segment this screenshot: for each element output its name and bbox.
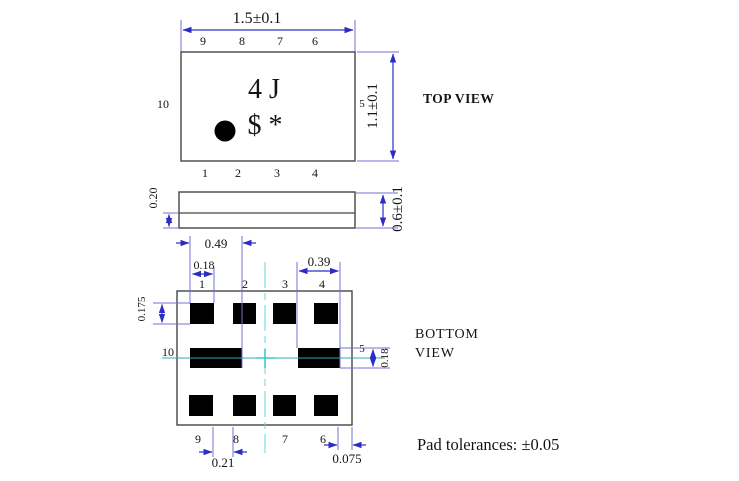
bottom-view-pins-bottom: 9 8 7 6 xyxy=(195,432,326,446)
side-view-standoff-dimension: 0.20 xyxy=(146,188,179,229)
bv-pin-label-5: 5 xyxy=(359,343,365,355)
dim-018-right-text: 0.18 xyxy=(379,348,391,368)
pad-8 xyxy=(233,395,256,416)
top-view-outline xyxy=(180,51,356,162)
pin-label-2: 2 xyxy=(235,166,241,180)
dim-pad-width: 0.18 xyxy=(192,258,215,303)
pad-2 xyxy=(233,303,256,324)
bv-pin-label-3: 3 xyxy=(282,277,288,291)
pin-label-1: 1 xyxy=(202,166,208,180)
pad-9 xyxy=(189,395,213,416)
top-view-title: TOP VIEW xyxy=(423,91,494,106)
side-view: 0.20 0.6±0.1 xyxy=(146,186,406,232)
pin-label-5: 5 xyxy=(359,98,365,110)
dim-pad5-width: 0.39 xyxy=(296,254,341,368)
top-view-height-dimension: 1.1±0.1 xyxy=(357,51,399,162)
pin1-dot-marker xyxy=(214,120,236,142)
pad-3 xyxy=(273,303,296,324)
bv-pin-label-10: 10 xyxy=(162,345,174,359)
dim-body-height: 1.1±0.1 xyxy=(365,83,381,129)
dim-standoff: 0.20 xyxy=(146,188,160,209)
dim-0075-text: 0.075 xyxy=(332,451,361,466)
bv-pin-label-1: 1 xyxy=(199,277,205,291)
bottom-view-title-line2: VIEW xyxy=(415,346,455,361)
device-marking: 4 J $ * xyxy=(214,74,283,142)
dim-pad10-width: 0.49 xyxy=(176,236,256,368)
bv-pin-label-9: 9 xyxy=(195,432,201,446)
pin-label-4: 4 xyxy=(312,166,318,180)
bv-pin-label-7: 7 xyxy=(282,432,288,446)
bottom-view: 0.49 0.18 0.39 1 2 3 4 10 5 xyxy=(136,236,479,470)
bv-pin-label-8: 8 xyxy=(233,432,239,446)
dim-018-top-text: 0.18 xyxy=(194,258,215,272)
top-view-pins-top: 9 8 7 6 xyxy=(200,34,318,48)
dim-pad-gap: 0.21 xyxy=(199,427,247,470)
pad-tolerance-note: Pad tolerances: ±0.05 xyxy=(417,435,559,454)
pin-label-8: 8 xyxy=(239,34,245,48)
dim-body-width: 1.5±0.1 xyxy=(233,10,282,27)
top-view-width-dimension: 1.5±0.1 xyxy=(180,10,356,52)
dim-pad-height: 0.175 xyxy=(136,296,190,325)
centerlines xyxy=(162,262,385,453)
bv-pin-label-6: 6 xyxy=(320,432,326,446)
bv-pin-label-4: 4 xyxy=(319,277,325,291)
pin-label-9: 9 xyxy=(200,34,206,48)
dim-049-text: 0.49 xyxy=(205,236,228,251)
dim-039-text: 0.39 xyxy=(308,254,331,269)
pin-label-10: 10 xyxy=(157,97,169,111)
dim-side-height: 0.6±0.1 xyxy=(390,186,406,232)
dim-0175-text: 0.175 xyxy=(136,296,148,321)
side-view-height-dimension: 0.6±0.1 xyxy=(355,186,406,232)
pad-7 xyxy=(273,395,296,416)
pin-label-7: 7 xyxy=(277,34,283,48)
bottom-view-title-line1: BOTTOM xyxy=(415,327,479,342)
marking-line-1: 4 J xyxy=(248,74,280,105)
side-view-outline xyxy=(178,191,356,229)
pin-label-3: 3 xyxy=(274,166,280,180)
pad-4 xyxy=(314,303,338,324)
bottom-view-title: BOTTOM VIEW xyxy=(415,327,479,361)
bottom-view-pins-top: 1 2 3 4 xyxy=(199,277,325,291)
dim-021-text: 0.21 xyxy=(212,455,235,470)
dim-edge-gap: 0.075 xyxy=(324,427,366,466)
top-view: 1.5±0.1 9 8 7 6 10 5 4 J $ * 1 2 3 4 xyxy=(157,10,494,180)
pin-label-6: 6 xyxy=(312,34,318,48)
pad-6 xyxy=(314,395,338,416)
bv-pin-label-2: 2 xyxy=(242,277,248,291)
dim-pad5-height: 0.18 xyxy=(340,347,391,369)
pad-1 xyxy=(190,303,214,324)
top-view-pins-bottom: 1 2 3 4 xyxy=(202,166,318,180)
marking-line-2: $ * xyxy=(248,110,283,141)
